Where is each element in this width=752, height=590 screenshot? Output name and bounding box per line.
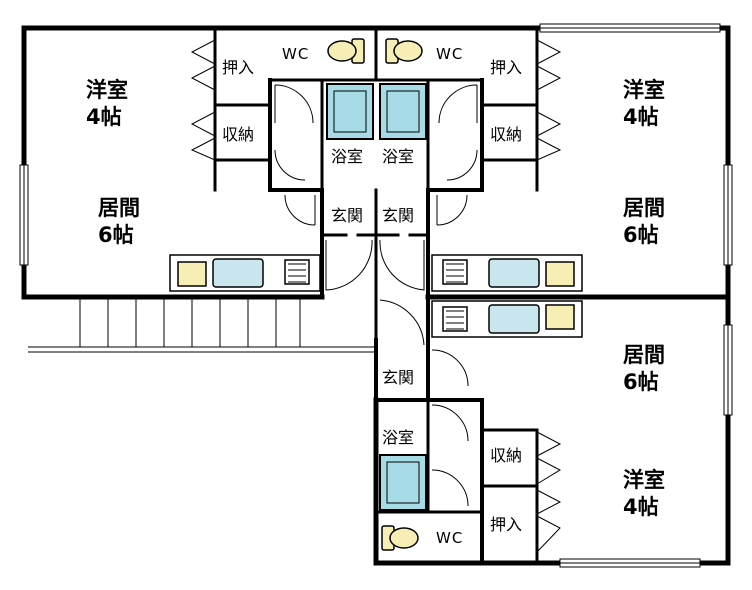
closet-label: 押入: [222, 58, 254, 77]
bathtub-upper-right: [379, 83, 427, 140]
storage-label: 収納: [222, 125, 254, 144]
living-room-size: 6帖: [623, 223, 659, 247]
bathtub-lower: [379, 454, 427, 511]
living-room-name: 居間: [98, 196, 140, 220]
toilet-icon: [327, 38, 365, 64]
western-room-size: 4帖: [623, 495, 659, 519]
closet-label: 押入: [490, 58, 522, 77]
kitchen-lower: [431, 300, 583, 338]
toilet-icon: [385, 38, 423, 64]
exterior-stairs: [28, 297, 376, 353]
western-room-size: 4帖: [86, 105, 122, 129]
toilet-icon: [381, 525, 419, 551]
toilet-label: WC: [436, 45, 463, 63]
bathroom-label: 浴室: [382, 147, 414, 166]
entrance-label: 玄関: [382, 368, 414, 387]
entrance-label: 玄関: [382, 206, 414, 225]
toilet-label: WC: [282, 45, 309, 63]
bathroom-label: 浴室: [382, 428, 414, 447]
kitchen-upper-right: [431, 254, 583, 292]
western-room-name: 洋室: [623, 468, 665, 492]
bathtub-upper-left: [326, 83, 374, 140]
doors: [190, 39, 562, 553]
western-room-size: 4帖: [623, 105, 659, 129]
toilet-label: WC: [436, 529, 463, 547]
storage-label: 収納: [490, 125, 522, 144]
living-room-name: 居間: [623, 196, 665, 220]
western-room-name: 洋室: [623, 78, 665, 102]
living-room-size: 6帖: [98, 223, 134, 247]
living-room-size: 6帖: [623, 370, 659, 394]
western-room-name: 洋室: [86, 78, 128, 102]
bathroom-label: 浴室: [331, 147, 363, 166]
storage-label: 収納: [490, 446, 522, 465]
kitchen-upper-left: [169, 254, 321, 292]
windows: [19, 23, 733, 568]
entrance-label: 玄関: [331, 206, 363, 225]
living-room-name: 居間: [623, 343, 665, 367]
closet-label: 押入: [490, 515, 522, 534]
